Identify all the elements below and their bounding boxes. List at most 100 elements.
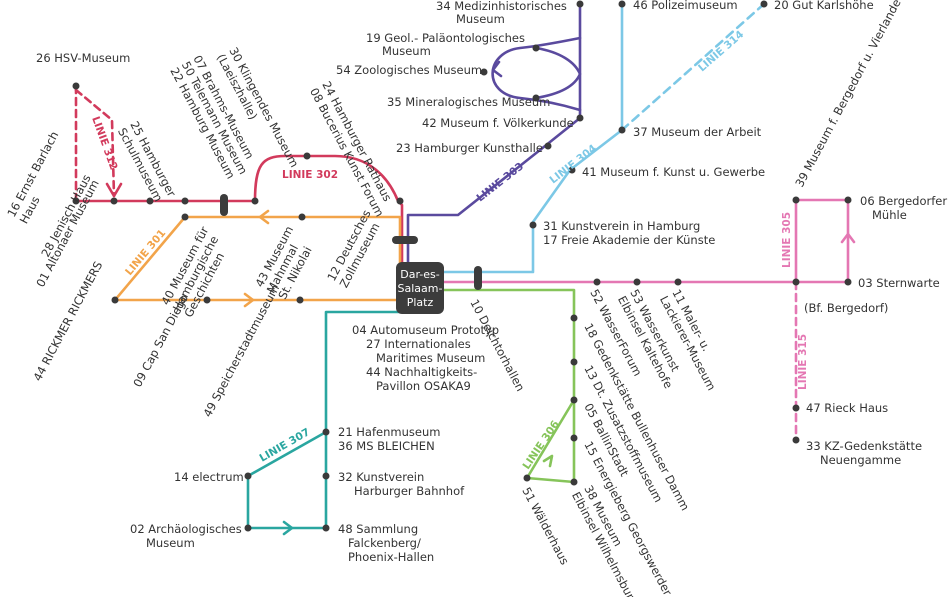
station-33-l1: 33 KZ-Gedenkstätte <box>806 439 922 453</box>
line-303-arrow <box>491 60 503 78</box>
transfer-bar-west <box>220 194 228 216</box>
station-42[interactable]: 42 Museum f. Völkerkunde <box>422 116 574 130</box>
station-34[interactable]: 34 Medizinhistorisches Museum <box>436 0 571 26</box>
station-49[interactable]: 49 Speicherstadtmuseum <box>200 282 282 419</box>
station-14[interactable]: 14 electrum <box>174 470 244 484</box>
station-54[interactable]: 54 Zoologisches Museum <box>336 63 482 77</box>
stop-32 <box>322 472 330 480</box>
station-19-l2: Museum <box>382 44 431 58</box>
line-307-path <box>246 310 402 530</box>
station-31-l2: 17 Freie Akademie der Künste <box>543 233 715 247</box>
station-20[interactable]: 20 Gut Karlshöhe <box>774 0 874 12</box>
line-303-path <box>406 2 582 264</box>
hub-label-3: Platz <box>407 296 434 309</box>
stop-44r <box>111 296 119 304</box>
station-47[interactable]: 47 Rieck Haus <box>806 401 888 415</box>
station-43[interactable]: 43 Museum Mahnmal St. Nikolai <box>252 220 321 302</box>
station-09[interactable]: 09 Cap San Diego <box>130 292 191 390</box>
station-31[interactable]: 31 Kunstverein in Hamburg 17 Freie Akade… <box>543 219 715 247</box>
stop-30 <box>303 152 311 160</box>
station-51[interactable]: 51 Wälderhaus <box>519 485 572 567</box>
station-04[interactable]: 04 Automuseum Prototyp 27 Internationale… <box>352 323 503 393</box>
hub-dar-es-salaam-platz[interactable]: Dar-es- Salaam- Platz <box>396 262 444 314</box>
station-48-l3: Phoenix-Hallen <box>348 550 434 564</box>
line-312-arrow <box>105 182 123 198</box>
stop-03 <box>844 278 852 286</box>
stop-15 <box>570 434 578 442</box>
line-312-branch <box>74 88 116 198</box>
hub-box <box>396 262 444 314</box>
stop-34 <box>576 0 584 8</box>
line-301-arrow-bottom <box>243 292 255 308</box>
line-305-arrow <box>840 232 856 244</box>
stop-54 <box>480 68 488 76</box>
station-35[interactable]: 35 Mineralogisches Museum <box>387 95 550 109</box>
label-linie-305: LINIE 305 <box>781 212 793 268</box>
stop-25 <box>181 197 189 205</box>
station-06[interactable]: 06 Bergedorfer Mühle <box>860 194 950 222</box>
stop-49 <box>296 296 304 304</box>
hub-label-1: Dar-es- <box>400 268 439 281</box>
station-48[interactable]: 48 Sammlung Falckenberg/ Phoenix-Hallen <box>338 522 434 564</box>
station-34-l1: 34 Medizinhistorisches <box>436 0 567 13</box>
label-linie-302: LINIE 302 <box>282 169 338 181</box>
station-46[interactable]: 46 Polizeimuseum <box>633 0 738 12</box>
station-labels: 26 HSV-Museum 16 Ernst Barlach Haus 28 J… <box>4 0 950 597</box>
station-32[interactable]: 32 Kunstverein Harburger Bahnhof <box>338 470 465 498</box>
station-41[interactable]: 41 Museum f. Kunst u. Gewerbe <box>582 165 765 179</box>
station-06-l1: 06 Bergedorfer <box>860 194 947 208</box>
station-48-l2: Falckenberg/ <box>348 536 421 550</box>
station-23[interactable]: 23 Hamburger Kunsthalle <box>396 141 543 155</box>
stop-07 <box>251 197 259 205</box>
station-25[interactable]: 25 Hamburger Schulmuseum <box>115 119 181 209</box>
station-dots <box>72 0 852 532</box>
stop-05 <box>570 396 578 404</box>
station-21[interactable]: 21 Hafenmuseum 36 MS BLEICHEN <box>338 425 444 453</box>
stop-21 <box>322 428 330 436</box>
station-34-l2: Museum <box>456 12 505 26</box>
stop-bf <box>792 278 800 286</box>
label-linie-303: LINIE 303 <box>474 160 526 204</box>
stop-43 <box>298 213 306 221</box>
station-10[interactable]: 10 Deichtorhallen <box>467 297 527 394</box>
station-06-l2: Mühle <box>872 208 907 222</box>
stop-11 <box>674 278 682 286</box>
stop-26 <box>72 82 80 90</box>
line-314-path <box>620 2 766 132</box>
station-bf[interactable]: (Bf. Bergedorf) <box>804 301 888 315</box>
transfer-bars <box>220 194 482 290</box>
station-26[interactable]: 26 HSV-Museum <box>36 51 130 65</box>
station-19[interactable]: 19 Geol.- Paläontologisches Museum <box>366 31 529 58</box>
stop-18 <box>570 314 578 322</box>
stop-53 <box>633 278 641 286</box>
station-32-l2: Harburger Bahnhof <box>354 484 465 498</box>
station-21-l2: 36 MS BLEICHEN <box>338 439 435 453</box>
station-04-l4: 44 Nachhaltigkeits- <box>366 365 477 379</box>
stop-52 <box>593 278 601 286</box>
stop-51 <box>523 474 531 482</box>
station-39[interactable]: 39 Museum f. Bergedorf u. Vierlande <box>792 0 903 189</box>
line-306-arrow <box>542 454 554 468</box>
station-31-l1: 31 Kunstverein in Hamburg <box>543 219 700 233</box>
station-21-l1: 21 Hafenmuseum <box>338 425 440 439</box>
station-02-l2: Museum <box>146 536 195 550</box>
station-02-l1: 02 Archäologisches <box>130 522 242 536</box>
station-03[interactable]: 03 Sternwarte <box>858 276 940 290</box>
stop-40 <box>181 213 189 221</box>
line-302-path <box>74 154 404 264</box>
station-33[interactable]: 33 KZ-Gedenkstätte Neuengamme <box>806 439 926 467</box>
stop-13 <box>570 358 578 366</box>
station-04-l3: Maritimes Museum <box>376 351 485 365</box>
station-02[interactable]: 02 Archäologisches Museum <box>130 522 245 550</box>
stop-19 <box>532 44 540 52</box>
station-24[interactable]: 24 Hamburger Rathaus 08 Bucerius Kunst F… <box>307 79 399 219</box>
stop-46 <box>618 0 626 8</box>
line-304-path <box>438 2 624 274</box>
stop-14 <box>244 472 252 480</box>
line-301-arrow-top <box>258 209 270 225</box>
station-37[interactable]: 37 Museum der Arbeit <box>633 125 762 139</box>
label-linie-314: LINIE 314 <box>696 28 746 74</box>
station-48-l1: 48 Sammlung <box>338 522 418 536</box>
transfer-bar-zollmuseum <box>392 236 418 244</box>
stop-35 <box>532 94 540 102</box>
